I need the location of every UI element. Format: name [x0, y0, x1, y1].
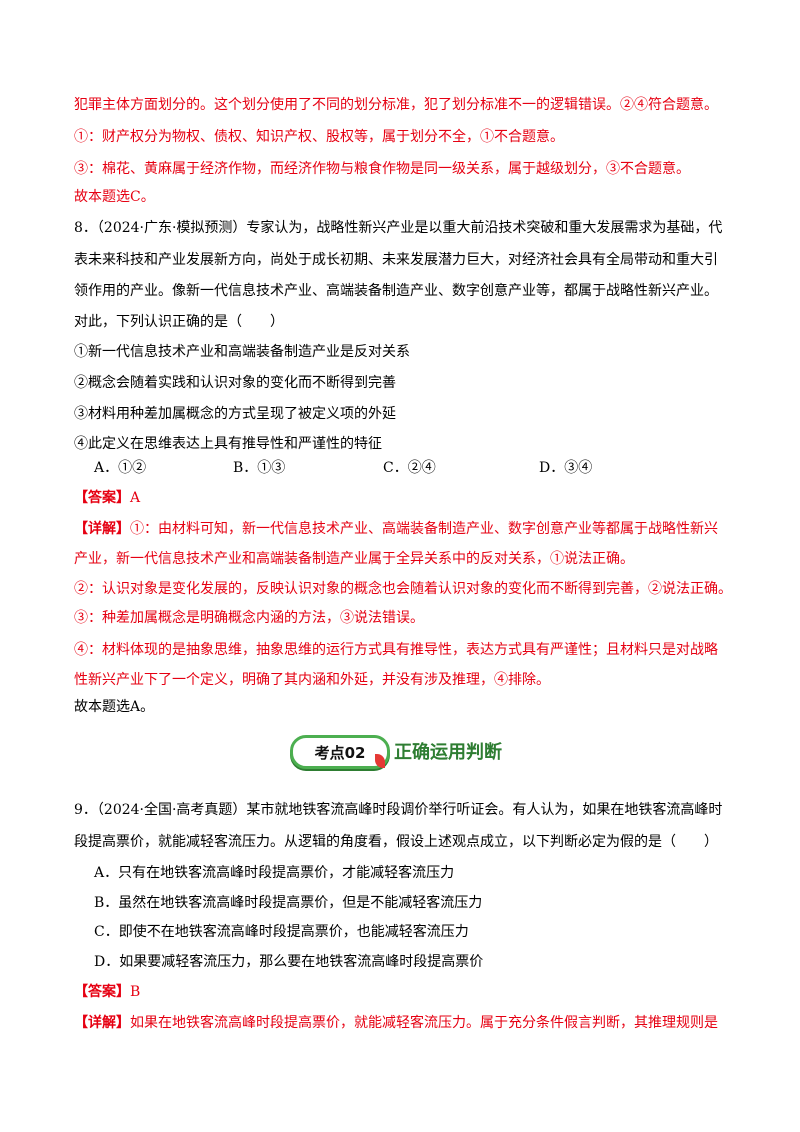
question-8-stem: 8．（2024·广东·模拟预测）专家认为，战略性新兴产业是以重大前沿技术突破和重…	[74, 220, 723, 236]
explanation-line: ③：棉花、黄麻属于经济作物，而经济作物与粮食作物是同一级关系，属于越级划分，③不…	[74, 161, 690, 177]
detail-tag: 【详解】	[74, 521, 130, 537]
explanation-line: ①：财产权分为物权、债权、知识产权、股权等，属于划分不全，①不合题意。	[74, 129, 564, 145]
question-8-detail: 性新兴产业下了一个定义，明确了其内涵和外延，并没有涉及推理，④排除。	[74, 672, 550, 688]
question-8-item: ③材料用种差加属概念的方式呈现了被定义项的外延	[74, 406, 396, 422]
question-8-item: ④此定义在思维表达上具有推导性和严谨性的特征	[74, 436, 382, 452]
answer-value: A	[130, 490, 141, 506]
conclusion-line: 故本题选C。	[74, 189, 155, 205]
answer-tag: 【答案】	[74, 490, 130, 506]
question-8-stem: 领作用的产业。像新一代信息技术产业、高端装备制造产业、数字创意产业等，都属于战略…	[74, 283, 718, 299]
question-9-detail: 【详解】如果在地铁客流高峰时段提高票价，就能减轻客流压力。属于充分条件假言判断，…	[74, 1013, 734, 1033]
explanation-line: 犯罪主体方面划分的。这个划分使用了不同的划分标准，犯了划分标准不一的逻辑错误。②…	[74, 97, 718, 113]
question-8-detail: 产业，新一代信息技术产业和高端装备制造产业属于全异关系中的反对关系，①说法正确。	[74, 551, 634, 567]
question-9-option-c: C．即使不在地铁客流高峰时段提高票价，也能减轻客流压力	[94, 924, 469, 940]
question-8-detail: ③：种差加属概念是明确概念内涵的方法，③说法错误。	[74, 610, 424, 626]
answer-tag: 【答案】	[74, 984, 130, 1000]
option-a: A．①②	[94, 460, 147, 476]
option-c: C．②④	[383, 460, 436, 476]
option-d: D．③④	[539, 460, 593, 476]
question-9-stem: 段提高票价，就能减轻客流压力。从逻辑的角度看，假设上述观点成立，以下判断必定为假…	[74, 834, 718, 850]
leaf-icon	[375, 754, 385, 768]
detail-text: 如果在地铁客流高峰时段提高票价，就能减轻客流压力。属于充分条件假言判断，其推理规…	[130, 1015, 718, 1031]
question-8-item: ①新一代信息技术产业和高端装备制造产业是反对关系	[74, 344, 410, 360]
question-8-item: ②概念会随着实践和认识对象的变化而不断得到完善	[74, 375, 396, 391]
option-b: B．①③	[233, 460, 286, 476]
detail-text: ①：由材料可知，新一代信息技术产业、高端装备制造产业、数字创意产业等都属于战略性…	[130, 521, 718, 537]
question-9-stem: 9．（2024·全国·高考真题）某市就地铁客流高峰时段调价举行听证会。有人认为，…	[74, 802, 723, 818]
question-8-conclusion: 故本题选A。	[74, 699, 155, 715]
question-9-option-d: D．如果要减轻客流压力，那么要在地铁客流高峰时段提高票价	[94, 954, 484, 970]
question-8-detail: ④：材料体现的是抽象思维，抽象思维的运行方式具有推导性，表达方式具有严谨性；且材…	[74, 642, 718, 658]
question-9-answer: 【答案】B	[74, 982, 734, 1002]
section-title: 正确运用判断	[394, 742, 502, 763]
section-banner: 考点02 正确运用判断	[290, 732, 530, 772]
section-badge: 考点02	[290, 735, 390, 769]
answer-value: B	[130, 984, 141, 1000]
detail-tag: 【详解】	[74, 1015, 130, 1031]
question-8-answer: 【答案】A	[74, 488, 734, 508]
question-9-option-a: A．只有在地铁客流高峰时段提高票价，才能减轻客流压力	[94, 865, 455, 881]
question-8-stem: 表未来科技和产业发展新方向，尚处于成长初期、未来发展潜力巨大，对经济社会具有全局…	[74, 252, 718, 268]
question-8-detail: ②：认识对象是变化发展的，反映认识对象的概念也会随着认识对象的变化而不断得到完善…	[74, 581, 732, 597]
question-9-option-b: B．虽然在地铁客流高峰时段提高票价，但是不能减轻客流压力	[94, 895, 483, 911]
section-badge-label: 考点02	[314, 744, 366, 762]
question-8-stem: 对此，下列认识正确的是（ ）	[74, 314, 284, 330]
question-8-detail: 【详解】①：由材料可知，新一代信息技术产业、高端装备制造产业、数字创意产业等都属…	[74, 519, 734, 539]
